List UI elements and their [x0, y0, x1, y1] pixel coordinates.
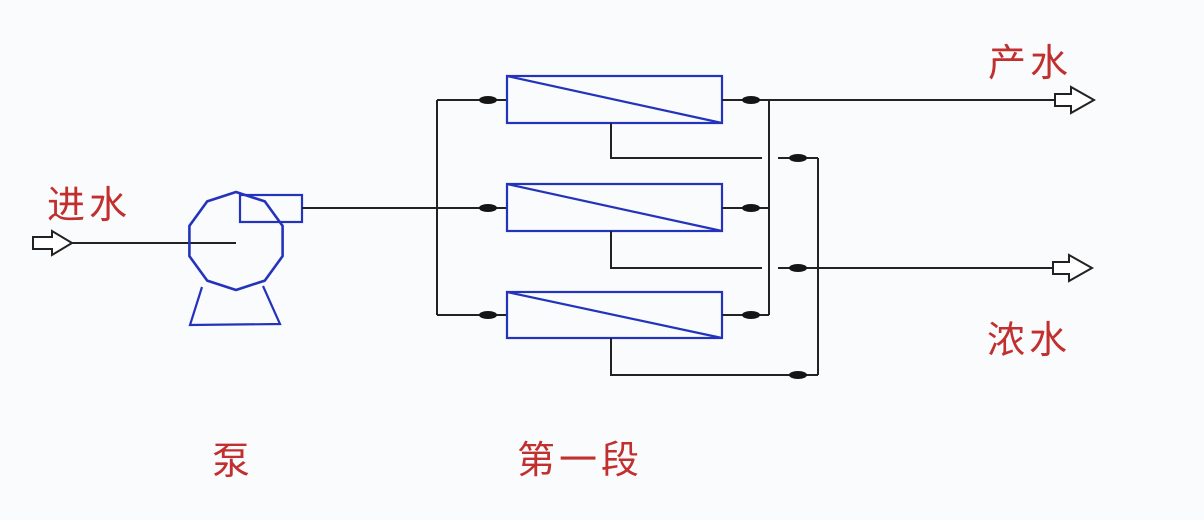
- module-diagonal: [506, 74, 723, 125]
- pump-base: [188, 285, 282, 327]
- pump-symbol: [188, 190, 304, 327]
- feed-arrow-icon: [32, 229, 74, 257]
- concentrate-drop-2: [610, 231, 1053, 269]
- pipe-fitting: [789, 371, 807, 379]
- concentrate-drop-3: [610, 338, 818, 376]
- pipe-fitting: [742, 204, 760, 212]
- pipe-fitting: [789, 154, 807, 162]
- pipe-fitting: [789, 264, 807, 272]
- concentrate-arrow-icon: [1052, 253, 1095, 283]
- pipe-fitting: [742, 96, 760, 104]
- pipe-fittings: [479, 96, 807, 379]
- module-diagonal: [506, 182, 723, 233]
- pipe-fitting: [479, 311, 497, 319]
- membrane-module-3: [505, 290, 724, 340]
- pipe-fitting: [742, 311, 760, 319]
- product-label: 产水: [988, 41, 1072, 85]
- pump-body: [188, 190, 284, 292]
- membrane-module-2: [505, 182, 724, 233]
- module-diagonal: [506, 290, 723, 340]
- concentrate-label: 浓水: [987, 318, 1071, 362]
- product-arrow-icon: [1054, 85, 1097, 115]
- stage-label: 第一段: [517, 438, 643, 482]
- pipe-fitting: [479, 204, 497, 212]
- concentrate-drop-1: [610, 123, 818, 159]
- pump-label: 泵: [212, 439, 254, 483]
- feed-label: 进水: [47, 183, 131, 227]
- membrane-module-1: [505, 74, 724, 125]
- pipe-fitting: [479, 96, 497, 104]
